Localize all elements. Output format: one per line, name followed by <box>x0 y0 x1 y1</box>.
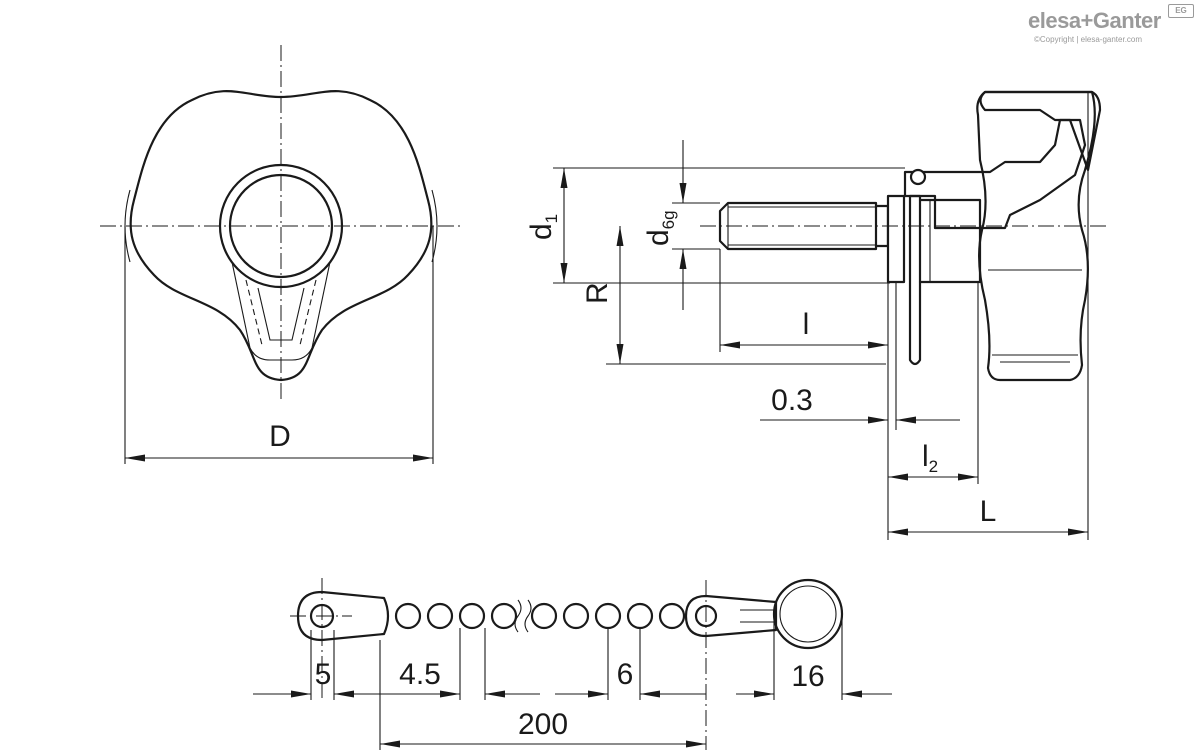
side-view: d1 d6g R l 0.3 l2 L <box>525 90 1110 540</box>
label-l: l <box>803 308 810 341</box>
label-L: L <box>980 495 997 528</box>
knob-head-section <box>979 90 1102 172</box>
brand-badge: EG <box>1168 4 1194 18</box>
hub-section <box>903 118 1087 230</box>
label-gap: 0.3 <box>771 384 813 417</box>
label-D: D <box>269 420 291 453</box>
label-ball-diameter: 4.5 <box>399 658 441 691</box>
split-ring-inner <box>779 585 837 643</box>
brand-name: elesa+Ganter <box>1028 8 1161 33</box>
chain-balls <box>394 602 686 630</box>
label-R: R <box>581 282 614 304</box>
label-ring-width: 5 <box>315 658 332 691</box>
retention-ball <box>909 168 927 186</box>
label-ball-pitch: 6 <box>617 658 634 691</box>
brand-logo: elesa+Ganter EG ©Copyright | elesa-gante… <box>1028 4 1198 48</box>
chain-eyelet-left <box>296 590 390 642</box>
knob-head-outline <box>976 90 1096 382</box>
d-arc-right <box>431 189 438 263</box>
lobed-knob-outline <box>129 90 433 382</box>
label-d1: d1 <box>525 214 561 240</box>
label-chain-length: 200 <box>518 708 568 741</box>
release-pin <box>908 194 922 366</box>
label-d6g: d6g <box>642 210 678 246</box>
rib-inner <box>245 279 317 346</box>
split-ring-outer <box>772 578 844 650</box>
chain-view: 5 4.5 6 16 200 <box>253 578 892 750</box>
label-l2: l2 <box>922 440 938 476</box>
body-boss <box>918 198 982 284</box>
brand-copyright: ©Copyright | elesa-ganter.com <box>1034 35 1143 44</box>
label-ring-outer: 16 <box>791 660 824 693</box>
chain-eyelet-right <box>684 594 778 638</box>
flange-plate <box>886 194 906 284</box>
front-view: D <box>100 45 460 464</box>
